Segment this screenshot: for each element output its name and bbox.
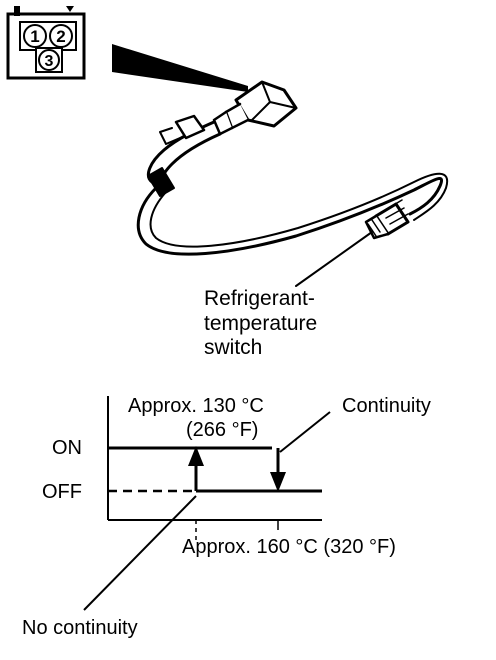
switch-label-line1: Refrigerant- — [204, 287, 315, 310]
pin-2-label: 2 — [56, 27, 65, 46]
approx-low-temp-c: Approx. 130 °C — [128, 395, 264, 417]
connector-latch-right — [66, 6, 74, 12]
harness-clip-tab — [159, 127, 181, 145]
falling-arrow — [270, 472, 286, 492]
continuity-label: Continuity — [342, 395, 431, 417]
no-continuity-leader — [83, 495, 197, 611]
harness-clip — [174, 114, 206, 140]
pin-1-label: 1 — [30, 27, 39, 46]
pin-3-circle — [38, 49, 60, 71]
continuity-leader — [279, 411, 331, 453]
switch-label-line2: temperature — [204, 312, 317, 335]
harness-connector-edges — [251, 81, 297, 121]
cable-inner — [149, 172, 449, 248]
approx-low-temp-f: (266 °F) — [186, 419, 258, 441]
switch-thread-lines — [367, 219, 381, 237]
off-label: OFF — [42, 481, 82, 503]
no-continuity-label: No continuity — [22, 617, 138, 639]
switch-label-line3: switch — [204, 336, 262, 359]
cable-outer — [136, 176, 443, 256]
connector-latch-left — [14, 6, 20, 16]
pin-3-label: 3 — [45, 53, 54, 70]
view-direction-wedge — [112, 44, 248, 92]
rising-arrow — [188, 446, 204, 466]
connector-face: 1 2 3 — [6, 6, 86, 80]
on-label: ON — [52, 437, 82, 459]
switch-leader-line — [295, 231, 373, 287]
switch-harness-drawing — [136, 80, 449, 287]
approx-high-temp: Approx. 160 °C (320 °F) — [182, 536, 396, 558]
switch-body-hatch — [381, 199, 409, 225]
connector-boot-ring — [212, 110, 234, 136]
continuity-graph — [83, 396, 331, 611]
